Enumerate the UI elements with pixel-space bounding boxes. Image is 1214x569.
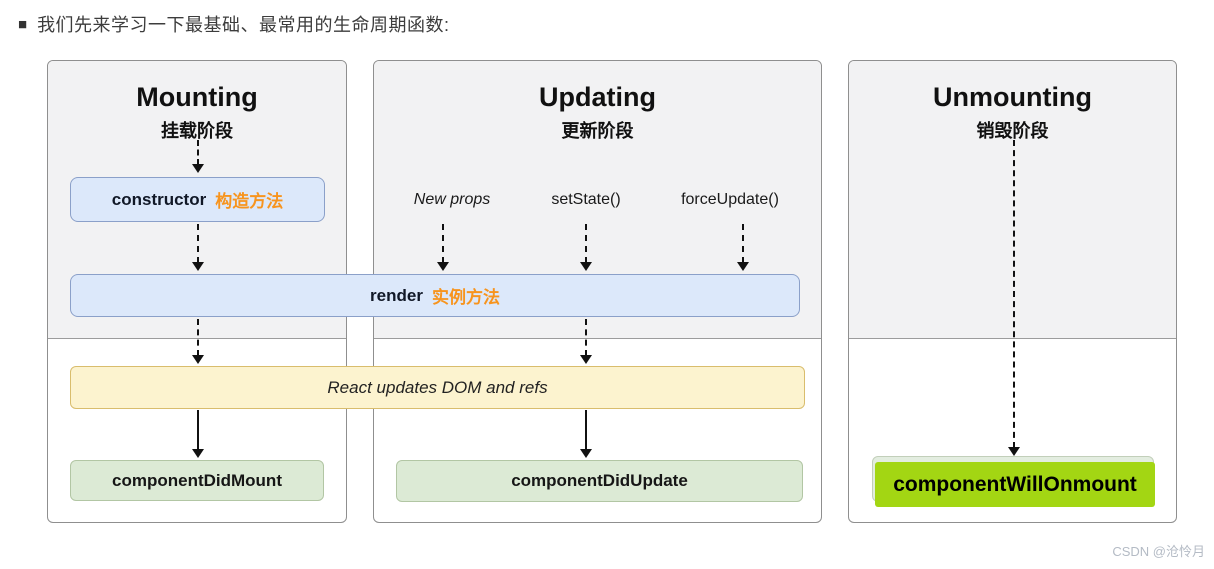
arrow-render-to-reactdom-updating <box>579 319 593 364</box>
arrow-constructor-to-render <box>191 224 205 271</box>
trigger-force-update: forceUpdate() <box>681 191 779 208</box>
arrow-reactdom-to-didupdate <box>579 410 593 458</box>
react-updates-dom-label: React updates DOM and refs <box>327 377 548 397</box>
render-label: render <box>370 285 423 305</box>
arrow-forceupdate-to-render <box>736 224 750 271</box>
panel-mounting-subtitle: 挂载阶段 <box>161 121 233 141</box>
arrow-unmounting-title-to-willunmount <box>1007 140 1021 456</box>
arrowhead-icon <box>437 262 449 271</box>
component-did-mount-box: componentDidMount <box>70 460 324 501</box>
intro-line: ■ 我们先来学习一下最基础、最常用的生命周期函数: <box>18 11 450 37</box>
panel-unmounting-subtitle: 销毁阶段 <box>976 121 1049 141</box>
arrow-line <box>1013 140 1015 448</box>
arrow-line <box>585 319 587 356</box>
component-did-update-label: componentDidUpdate <box>511 471 688 490</box>
arrowhead-icon <box>192 449 204 458</box>
arrowhead-icon <box>192 355 204 364</box>
arrow-line <box>585 224 587 263</box>
arrowhead-icon <box>580 262 592 271</box>
arrow-reactdom-to-didmount <box>191 410 205 458</box>
arrow-line <box>197 140 199 165</box>
render-box: render 实例方法 <box>70 274 800 317</box>
arrow-line <box>197 410 199 450</box>
constructor-annotation: 构造方法 <box>215 192 284 211</box>
arrow-line <box>742 224 744 263</box>
arrow-newprops-to-render <box>436 224 450 271</box>
bullet-square-icon: ■ <box>18 15 28 33</box>
arrowhead-icon <box>737 262 749 271</box>
arrow-line <box>585 410 587 450</box>
arrow-render-to-reactdom-mounting <box>191 319 205 364</box>
arrowhead-icon <box>192 164 204 173</box>
arrowhead-icon <box>580 355 592 364</box>
intro-text: 我们先来学习一下最基础、最常用的生命周期函数: <box>37 15 450 35</box>
component-will-unmount-box: componentWillOnmount <box>875 462 1155 507</box>
trigger-set-state: setState() <box>551 191 621 208</box>
react-updates-dom-box: React updates DOM and refs <box>70 366 805 409</box>
panel-updating-subtitle: 更新阶段 <box>561 121 634 141</box>
arrow-line <box>197 319 199 356</box>
constructor-box: constructor 构造方法 <box>70 177 325 222</box>
panel-unmounting-top-section: Unmounting 销毁阶段 <box>849 61 1176 339</box>
arrow-setstate-to-render <box>579 224 593 271</box>
panel-unmounting: Unmounting 销毁阶段 <box>848 60 1177 523</box>
arrowhead-icon <box>192 262 204 271</box>
trigger-new-props: New props <box>413 191 491 208</box>
arrow-line <box>442 224 444 263</box>
component-did-update-box: componentDidUpdate <box>396 460 803 502</box>
arrow-mounting-title-to-constructor <box>191 140 205 173</box>
panel-unmounting-title: Unmounting <box>933 82 1092 112</box>
render-annotation: 实例方法 <box>431 288 500 307</box>
component-did-mount-label: componentDidMount <box>112 470 282 490</box>
constructor-label: constructor <box>111 189 207 209</box>
arrowhead-icon <box>580 449 592 458</box>
arrow-line <box>197 224 199 263</box>
arrowhead-icon <box>1008 447 1020 456</box>
panel-mounting-title: Mounting <box>136 82 258 112</box>
csdn-watermark: CSDN @沧怜月 <box>1112 544 1205 559</box>
panel-updating-title: Updating <box>539 82 656 112</box>
component-will-unmount-label: componentWillOnmount <box>893 472 1137 496</box>
